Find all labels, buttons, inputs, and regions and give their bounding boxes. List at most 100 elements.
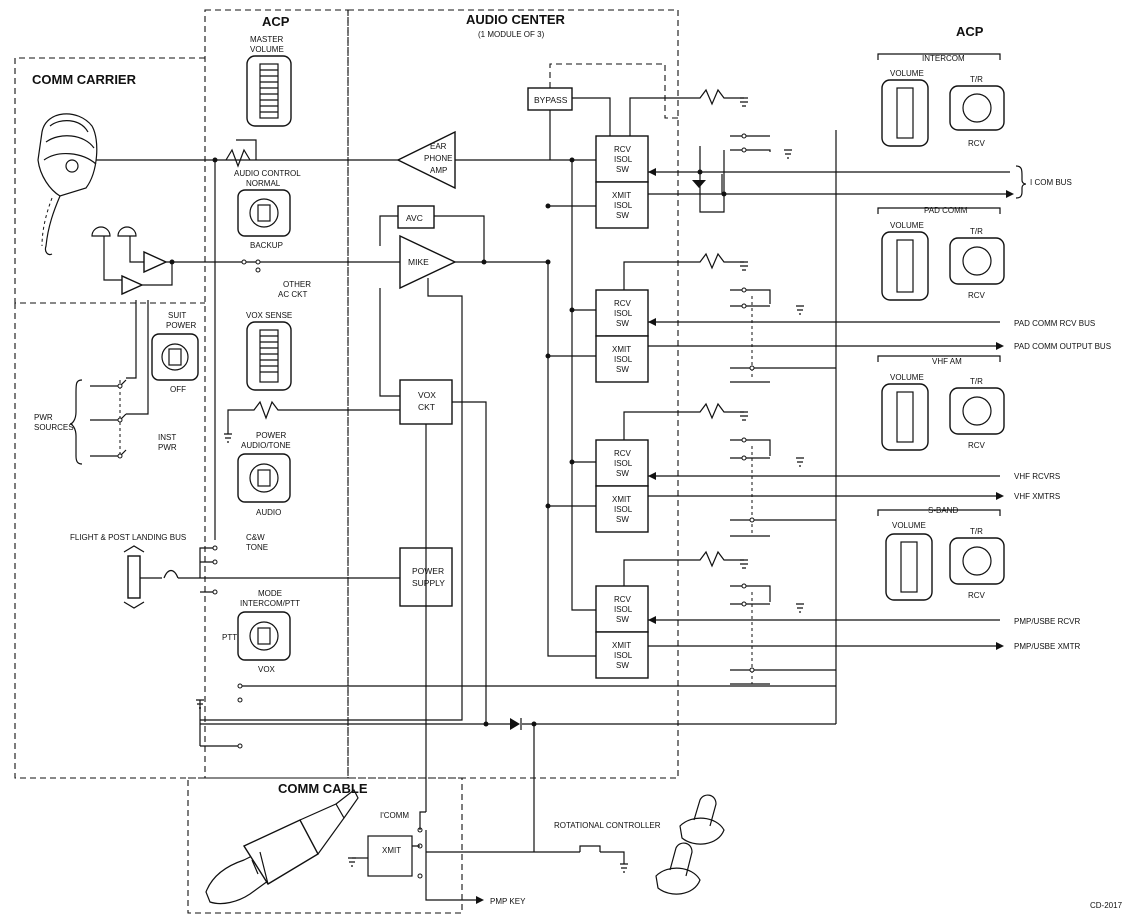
vox-sense-thumbwheel[interactable] — [246, 321, 292, 391]
comm-cable-connector-icon — [205, 789, 359, 905]
inst-pwr-2: PWR — [158, 443, 177, 452]
xmit-4-b: ISOL — [614, 651, 633, 660]
flight-bus-label: FLIGHT & POST LANDING BUS — [70, 533, 186, 542]
panel-s-band-tr: T/R — [970, 527, 983, 536]
xmit-3-b: ISOL — [614, 505, 633, 514]
vox-label: VOX — [258, 665, 276, 674]
bypass-label: BYPASS — [534, 95, 568, 105]
pmp-key-label: PMP KEY — [490, 897, 526, 906]
avc-box — [397, 205, 435, 229]
comm-cable-title: COMM CABLE — [278, 781, 368, 796]
vox-ckt-1: VOX — [418, 390, 436, 400]
intercom-ptt-label: INTERCOM/PTT — [240, 599, 300, 608]
panel-s-band-rcv: RCV — [968, 591, 986, 600]
isol-switch-block-3 — [595, 439, 649, 533]
suit-power-off: OFF — [170, 385, 186, 394]
pad-comm-output-bus-label: PAD COMM OUTPUT BUS — [1014, 342, 1111, 351]
power-supply-1: POWER — [412, 566, 444, 576]
avc-label: AVC — [406, 213, 423, 223]
xmit-1-c: SW — [616, 211, 629, 220]
earphone-icons — [91, 226, 137, 237]
rotational-controller-icon — [655, 794, 725, 895]
ptt-label: PTT — [222, 633, 237, 642]
suit-power-switch[interactable] — [151, 333, 199, 381]
other-ac-ckt-2: AC CKT — [278, 290, 307, 299]
rcv-1-c: SW — [616, 165, 629, 174]
panel-vhf-am-tr: T/R — [970, 377, 983, 386]
panel-intercom-volume: VOLUME — [890, 69, 924, 78]
tone-label: TONE — [246, 543, 268, 552]
panel-pad-comm-volume: VOLUME — [890, 221, 924, 230]
mode-switch[interactable] — [237, 611, 291, 661]
rcv-1-a: RCV — [614, 145, 632, 154]
helmet-icon — [37, 113, 98, 256]
right-acp-panel-pad-comm — [877, 207, 1005, 301]
panel-intercom-tr: T/R — [970, 75, 983, 84]
pmp-usbe-rcvr-label: PMP/USBE RCVR — [1014, 617, 1080, 626]
master-volume-thumbwheel[interactable] — [246, 55, 292, 127]
pwr-sources-1: PWR — [34, 413, 53, 422]
right-acp-panel-intercom — [877, 53, 1005, 147]
junction-dots — [169, 157, 727, 727]
ground-symbols — [196, 97, 804, 873]
xmit-3-c: SW — [616, 515, 629, 524]
right-acp-panel-vhf-am — [877, 355, 1005, 451]
xmit-4-a: XMIT — [612, 641, 631, 650]
rcv-3-b: ISOL — [614, 459, 633, 468]
rcv-4-c: SW — [616, 615, 629, 624]
audio-label: AUDIO — [256, 508, 281, 517]
xmit-3-a: XMIT — [612, 495, 631, 504]
rcv-4-a: RCV — [614, 595, 632, 604]
audio-control-label: AUDIO CONTROL — [234, 169, 301, 178]
xmit-2-b: ISOL — [614, 355, 633, 364]
rcv-4-b: ISOL — [614, 605, 633, 614]
audio-center-subtitle: (1 MODULE OF 3) — [478, 30, 545, 39]
pad-comm-rcv-bus-label: PAD COMM RCV BUS — [1014, 319, 1095, 328]
icomm-label: I'COMM — [380, 811, 409, 820]
panel-pad-comm-title: PAD COMM — [924, 206, 968, 215]
ear-amp-2: PHONE — [424, 154, 452, 163]
audio-control-backup: BACKUP — [250, 241, 283, 250]
panel-vhf-am-rcv: RCV — [968, 441, 986, 450]
rcv-1-b: ISOL — [614, 155, 633, 164]
panel-pad-comm-tr: T/R — [970, 227, 983, 236]
mike-label: MIKE — [408, 257, 429, 267]
mode-label: MODE — [258, 589, 282, 598]
xmit-1-b: ISOL — [614, 201, 633, 210]
xmit-2-a: XMIT — [612, 345, 631, 354]
panel-intercom-title: INTERCOM — [922, 54, 965, 63]
vox-sense-label: VOX SENSE — [246, 311, 292, 320]
acp-left-title: ACP — [262, 14, 290, 29]
ear-amp-1: EAR — [430, 142, 447, 151]
panel-s-band-volume: VOLUME — [892, 521, 926, 530]
right-acp-panel-s-band — [877, 509, 1005, 601]
pmp-usbe-xmtr-label: PMP/USBE XMTR — [1014, 642, 1080, 651]
vox-ckt-2: CKT — [418, 402, 435, 412]
panel-vhf-am-title: VHF AM — [932, 357, 962, 366]
comm-carrier-title: COMM CARRIER — [32, 72, 137, 87]
power-audio-tone-switch[interactable] — [237, 453, 291, 503]
xmit-2-c: SW — [616, 365, 629, 374]
xmit-cable-box — [367, 835, 413, 877]
audio-control-switch[interactable] — [237, 189, 291, 237]
panel-s-band-title: S-BAND — [928, 506, 958, 515]
vhf-rcvrs-label: VHF RCVRS — [1014, 472, 1060, 481]
xmit-4-c: SW — [616, 661, 629, 670]
rcv-3-c: SW — [616, 469, 629, 478]
inst-pwr-1: INST — [158, 433, 176, 442]
master-volume-label-1: MASTER — [250, 35, 284, 44]
power-supply-2: SUPPLY — [412, 578, 445, 588]
rcv-2-b: ISOL — [614, 309, 633, 318]
suit-power-1: SUIT — [168, 311, 186, 320]
bus-connector-icon — [123, 545, 145, 609]
ear-amp-3: AMP — [430, 166, 447, 175]
panel-pad-comm-rcv: RCV — [968, 291, 986, 300]
pwr-sources-brace — [69, 379, 83, 465]
xmit-1-a: XMIT — [612, 191, 631, 200]
carrier-preamps — [121, 250, 168, 296]
power-audio-tone-1: POWER — [256, 431, 286, 440]
isol-switch-block-4 — [595, 585, 649, 679]
master-volume-label-2: VOLUME — [250, 45, 284, 54]
pwr-sources-2: SOURCES — [34, 423, 74, 432]
wiring — [90, 88, 1027, 812]
